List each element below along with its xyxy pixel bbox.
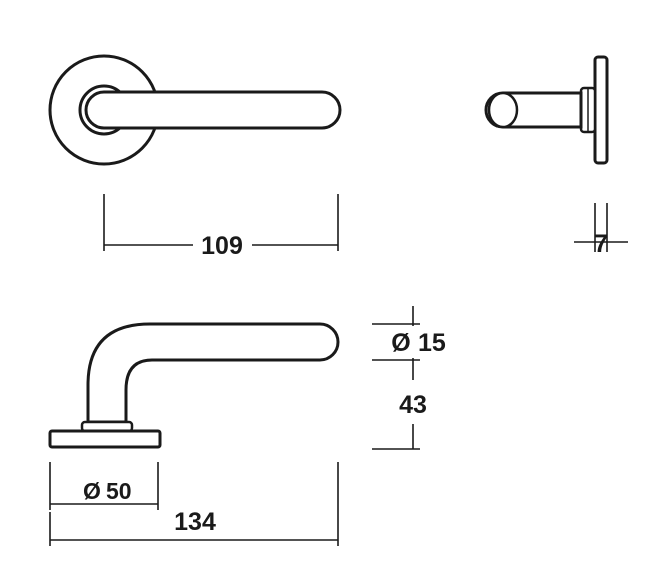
dim-label-15: 15 <box>418 329 446 357</box>
lever-elevation <box>86 322 340 424</box>
dim-label-7: 7 <box>594 230 608 258</box>
elevation-rose-plate <box>48 429 162 449</box>
dim-label-50: 50 <box>106 478 132 504</box>
lever-arm-front <box>84 90 342 130</box>
side-rose-plate <box>593 55 609 165</box>
diameter-symbol-15: Ø <box>391 329 410 357</box>
elevation-view <box>48 322 340 449</box>
dim-label-43: 43 <box>399 391 427 419</box>
diameter-symbol-50: Ø <box>83 478 101 504</box>
side-view <box>484 55 609 165</box>
dim-label-134: 134 <box>174 508 216 536</box>
dimension-lines <box>49 194 628 546</box>
front-view <box>48 54 342 166</box>
side-lever-end <box>487 91 519 129</box>
dim-label-109: 109 <box>201 232 243 260</box>
